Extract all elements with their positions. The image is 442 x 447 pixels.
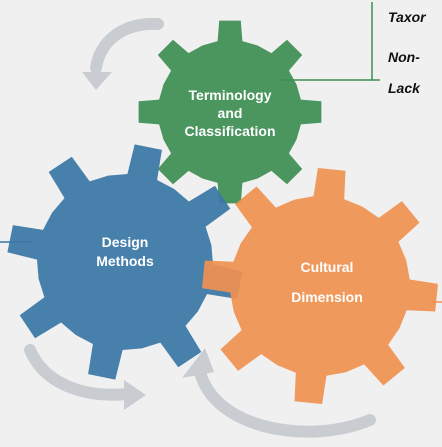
terminology-label-line3: Classification: [184, 123, 275, 139]
arrow-head-bottom-right: [182, 348, 214, 378]
cultural-label-line2: Dimension: [291, 289, 363, 305]
arrow-head-top-left: [82, 72, 112, 90]
cultural-dimension-gear: [202, 168, 438, 404]
arrow-top-left: [90, 17, 164, 74]
design-methods-gear: [7, 144, 243, 380]
design-label-line2: Methods: [96, 253, 154, 269]
arrow-bottom-left: [24, 344, 134, 401]
terminology-label-line2: and: [218, 105, 243, 121]
connector-terminology: [282, 2, 373, 81]
design-label-line1: Design: [102, 234, 149, 250]
side-list-item-1: Taxor: [388, 9, 426, 25]
side-list-item-2: Non-: [388, 49, 420, 65]
arrow-bottom-right: [194, 366, 376, 438]
terminology-gear: [138, 20, 322, 204]
side-list-item-3: Lack: [388, 80, 420, 96]
terminology-label-line1: Terminology: [189, 87, 272, 103]
arrow-head-bottom-left: [124, 380, 146, 410]
cultural-label-line1: Cultural: [301, 259, 354, 275]
cycle-arrows: [24, 17, 376, 438]
